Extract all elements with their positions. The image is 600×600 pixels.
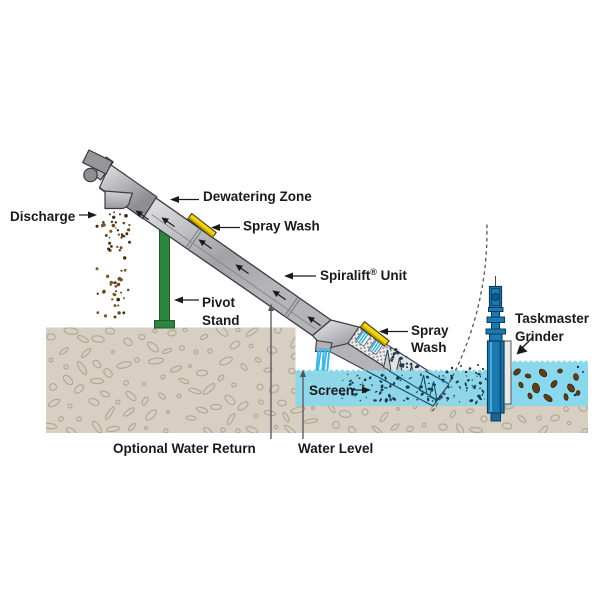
svg-text:Optional Water Return: Optional Water Return (113, 441, 256, 456)
svg-text:Spiralift® Unit: Spiralift® Unit (320, 267, 407, 283)
svg-text:Pivot: Pivot (202, 295, 236, 310)
svg-text:Water Level: Water Level (298, 441, 373, 456)
svg-text:Screen: Screen (309, 383, 354, 398)
svg-text:Wash: Wash (411, 340, 447, 355)
svg-text:Grinder: Grinder (515, 329, 565, 344)
svg-text:Stand: Stand (202, 313, 240, 328)
svg-text:Dewatering Zone: Dewatering Zone (203, 189, 312, 204)
svg-text:Spray Wash: Spray Wash (243, 219, 320, 234)
svg-text:Taskmaster: Taskmaster (515, 311, 590, 326)
svg-text:Spray: Spray (411, 323, 449, 338)
svg-text:Discharge: Discharge (10, 209, 76, 224)
